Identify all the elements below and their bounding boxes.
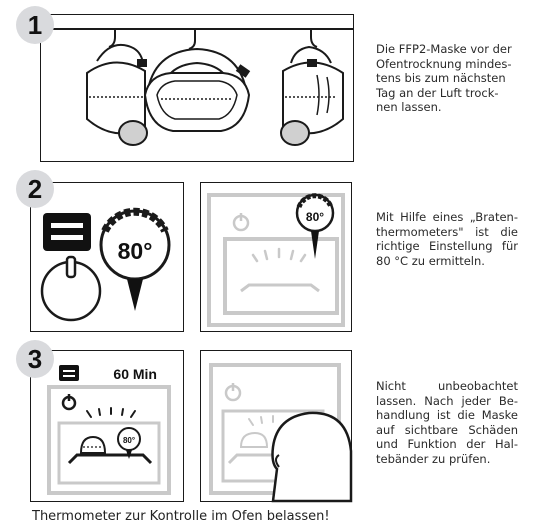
step-1-line: Tag an der Luft trock-: [376, 85, 499, 100]
step-3-line: tebänder zu prüfen.: [376, 451, 491, 466]
step-badge-2: 2: [16, 170, 54, 208]
step-3-text: Nicht unbeobachtet lassen. Nach jeder Be…: [376, 379, 518, 467]
hook-icon: [310, 29, 318, 48]
power-knob-icon: [40, 255, 102, 322]
step-2-right-panel: 80°: [200, 182, 352, 332]
thermometer-icon: 80°: [99, 207, 171, 311]
step-1-illustration: [41, 28, 353, 146]
step-badge-1: 1: [16, 6, 54, 44]
ffp2-mask-icon: [143, 29, 251, 132]
timer-label: 60 Min: [113, 366, 157, 382]
clip-icon: [307, 59, 317, 67]
sun-rays-icon: [248, 415, 274, 426]
step-2-line: Mit Hilfe eines „Braten-: [376, 210, 518, 224]
ffp2-mask-icon: [86, 29, 148, 146]
thermometer-icon: 80°: [117, 427, 141, 459]
step-3-line: und Funktion der Hal-: [376, 437, 518, 452]
bottom-caption: Thermometer zur Kontrolle im Ofen belass…: [32, 509, 330, 524]
step-1-line: nen lassen.: [376, 100, 442, 115]
thermometer-value: 80°: [123, 436, 135, 445]
step-3-oven-illustration: 60 Min 80°: [47, 365, 171, 495]
oven-icon: [47, 385, 171, 495]
step-3-left-panel: 60 Min 80°: [30, 350, 184, 502]
step-2-text: Mit Hilfe eines „Braten- thermometers" i…: [376, 210, 518, 268]
menu-icon: [43, 213, 91, 251]
hook-icon: [108, 29, 116, 48]
step-3-line: Nicht unbeobachtet: [376, 379, 518, 393]
step-badge-3: 3: [16, 340, 54, 378]
step-1-text: Die FFP2-Maske vor der Ofentrocknung min…: [376, 42, 518, 115]
step-2-line: 80 °C zu ermitteln.: [376, 253, 485, 268]
sun-rays-icon: [251, 247, 307, 263]
step-3-line: lassen. Nach jeder Be-: [376, 393, 518, 408]
step-2-oven-illustration: 80°: [207, 193, 345, 327]
step-2-line: richtige Einstellung für: [376, 239, 518, 254]
step-1-line: Ofentrocknung mindes-: [376, 56, 512, 71]
thermometer-value: 80°: [306, 210, 324, 224]
menu-icon: [59, 365, 79, 381]
step-2-line: thermometers" ist die: [376, 224, 518, 239]
step-3-right-panel: [200, 350, 353, 503]
step-3-watching-illustration: [209, 363, 353, 503]
ffp2-mask-icon: [280, 29, 344, 146]
thermometer-icon: 80°: [295, 193, 335, 259]
step-1-line: tens bis zum nächsten: [376, 71, 506, 86]
step-2-controls-illustration: 80°: [40, 207, 171, 322]
power-knob-icon: [224, 383, 242, 402]
clip-icon: [235, 64, 251, 78]
step-3-line: auf sichtbare Schäden: [376, 422, 518, 437]
person-head-icon: [271, 411, 353, 503]
clip-icon: [137, 59, 147, 67]
step-1-panel: [40, 14, 354, 162]
ffp2-mask-icon: [79, 435, 107, 454]
thermometer-value: 80°: [118, 238, 153, 264]
power-knob-icon: [61, 394, 77, 411]
step-1-line: Die FFP2-Maske vor der: [376, 42, 512, 56]
step-3-line: handlung ist die Maske: [376, 408, 518, 423]
power-knob-icon: [232, 213, 250, 232]
sun-rays-icon: [86, 407, 136, 418]
step-2-left-panel: 80°: [30, 182, 184, 332]
hook-icon: [188, 29, 196, 50]
